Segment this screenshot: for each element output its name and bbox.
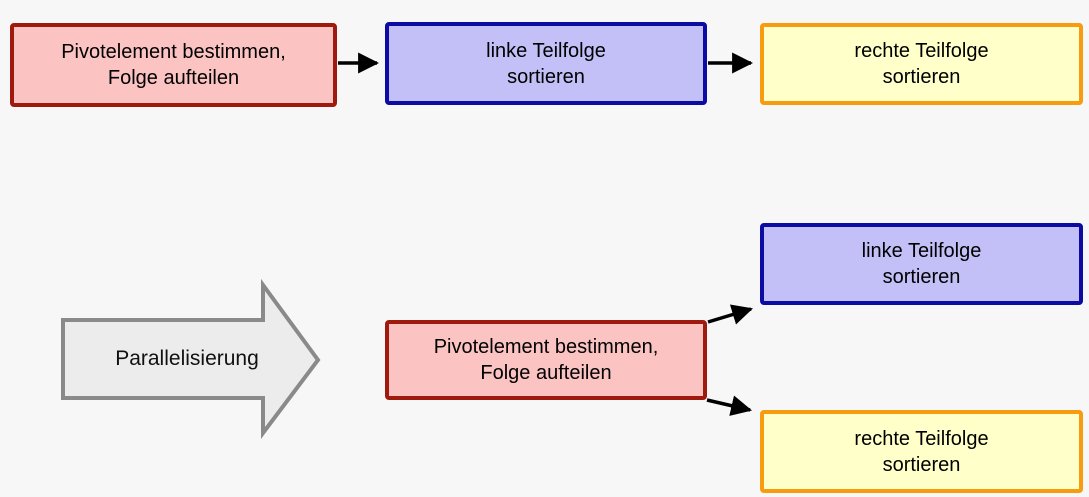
right-subsequence-parallel-line2: sortieren	[882, 453, 961, 476]
right-subsequence-sequential-line1: rechte Teilfolge	[854, 40, 989, 62]
arrow-pivot-to-right-par	[706, 395, 753, 416]
left-subsequence-sequential-line2: sortieren	[507, 65, 585, 88]
pivot-box-parallel-line2: Folge aufteilen	[480, 362, 612, 384]
parallelization-arrow-label: Parallelisierung	[115, 347, 259, 370]
right-subsequence-box-parallel: rechte Teilfolge sortieren	[760, 410, 1083, 493]
pivot-box-parallel-line1: Pivotelement bestimmen,	[433, 336, 659, 358]
pivot-box-sequential-line1: Pivotelement bestimmen,	[61, 41, 286, 63]
arrow-pivot-to-left-par	[707, 304, 754, 325]
pivot-box-sequential: Pivotelement bestimmen, Folge aufteilen	[10, 23, 337, 107]
left-subsequence-parallel-line1: linke Teilfolge	[861, 240, 982, 262]
pivot-box-parallel: Pivotelement bestimmen, Folge aufteilen	[385, 320, 707, 400]
right-subsequence-box-sequential: rechte Teilfolge sortieren	[760, 23, 1083, 105]
pivot-box-sequential-line2: Folge aufteilen	[107, 67, 240, 89]
left-subsequence-parallel-line2: sortieren	[882, 266, 961, 288]
left-subsequence-box-parallel: linke Teilfolge sortieren	[760, 223, 1083, 305]
right-subsequence-parallel-line1: rechte Teilfolge	[854, 427, 989, 450]
left-subsequence-sequential-line1: linke Teilfolge	[486, 39, 606, 62]
right-subsequence-sequential-line2: sortieren	[882, 66, 961, 88]
left-subsequence-box-sequential: linke Teilfolge sortieren	[385, 22, 707, 105]
